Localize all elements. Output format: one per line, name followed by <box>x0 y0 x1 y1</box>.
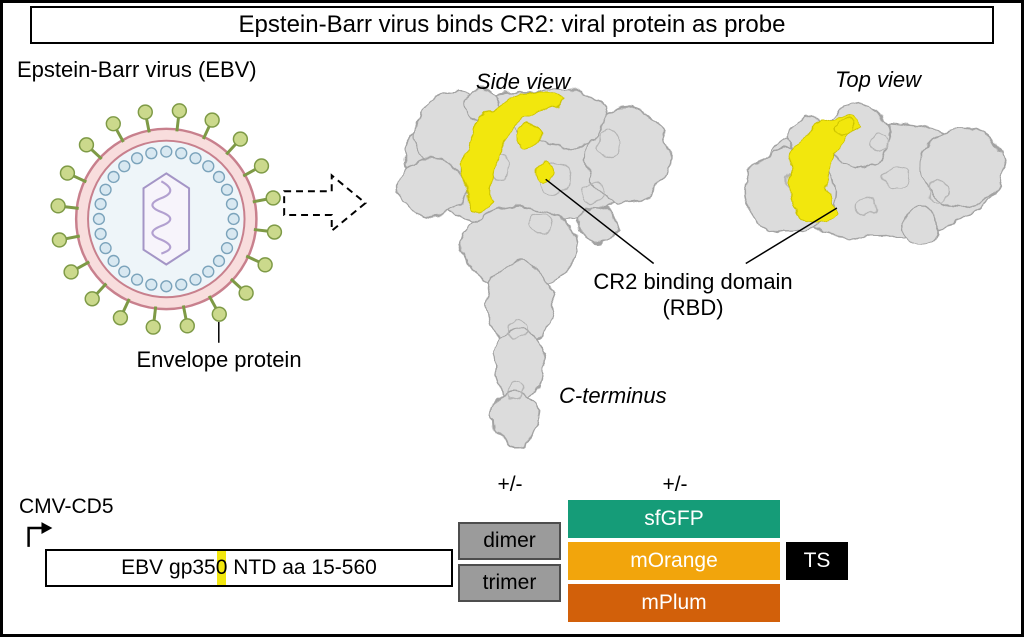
gp350-side-view-structure <box>398 87 670 447</box>
envelope-spike-knob-icon <box>211 306 227 322</box>
rbd-region-marker <box>217 551 226 585</box>
oligomer-plus-minus-label: +/- <box>497 473 523 496</box>
cr2-pointer-line-right <box>745 207 838 265</box>
illustration-layer <box>27 87 1005 547</box>
morange-label: mOrange <box>630 549 718 572</box>
gp350-top-view-structure <box>743 103 1005 244</box>
mplum-label: mPlum <box>641 591 707 614</box>
rbd-abbrev-label: (RBD) <box>662 295 724 320</box>
fp-plus-minus-label: +/- <box>662 473 688 496</box>
morange-box: mOrange <box>568 542 780 580</box>
envelope-spike-knob-icon <box>179 318 195 334</box>
ts-tag-box: TS <box>786 542 848 580</box>
envelope-spike-knob-icon <box>253 158 270 174</box>
rbd-highlight-top <box>788 116 862 223</box>
dashed-arrow-icon <box>283 173 367 233</box>
envelope-spike-knob-icon <box>232 131 249 147</box>
envelope-spike-knob-icon <box>257 257 273 273</box>
envelope-spikes <box>50 103 283 335</box>
envelope-spike-knob-icon <box>78 137 95 153</box>
gp350-insert-box: EBV gp350 NTD aa 15-560 <box>45 549 453 587</box>
envelope-spike-knob-icon <box>238 285 254 301</box>
envelope-spike-knob-icon <box>105 116 121 132</box>
envelope-spike-knob-icon <box>50 198 66 214</box>
envelope-spike-knob-icon <box>63 264 79 280</box>
trimer-label: trimer <box>482 571 537 594</box>
capsid-icon <box>142 172 191 266</box>
promoter-arrow-icon <box>27 522 53 547</box>
tegument-dot-ring <box>92 145 240 293</box>
ebv-virion <box>50 103 283 343</box>
cr2-binding-domain-label: CR2 binding domain <box>593 269 793 294</box>
viral-genome-squiggle-icon <box>151 180 172 255</box>
envelope-spike-knob-icon <box>51 232 68 248</box>
cr2-pointer-line-left <box>545 178 655 265</box>
envelope-spike-knob-icon <box>266 224 283 240</box>
envelope-protein-label: Envelope protein <box>136 347 302 372</box>
rbd-highlight-side <box>463 92 567 213</box>
sfgfp-box: sfGFP <box>568 500 780 538</box>
envelope-spike-knob-icon <box>59 165 76 181</box>
top-view-label: Top view <box>834 67 921 92</box>
envelope-spike-knob-icon <box>84 291 100 307</box>
trimer-option-box: trimer <box>458 564 561 602</box>
sfgfp-label: sfGFP <box>644 507 704 530</box>
dimer-option-box: dimer <box>458 522 561 560</box>
envelope-spike-knob-icon <box>171 103 188 119</box>
c-terminus-label: C-terminus <box>559 383 667 408</box>
title-box: Epstein-Barr virus binds CR2: viral prot… <box>30 6 994 44</box>
promoter-label: CMV-CD5 <box>19 495 114 518</box>
envelope-spike-knob-icon <box>265 190 281 206</box>
envelope-spike-knob-icon <box>137 104 153 120</box>
ts-tag-label: TS <box>803 549 831 572</box>
envelope-spike-knob-icon <box>145 319 161 335</box>
side-view-label: Side view <box>475 69 571 94</box>
mplum-box: mPlum <box>568 584 780 622</box>
side-view-surface <box>398 87 670 447</box>
gp350-insert-label: EBV gp350 NTD aa 15-560 <box>121 556 377 579</box>
figure-title: Epstein-Barr virus binds CR2: viral prot… <box>238 11 786 38</box>
envelope-spike-knob-icon <box>112 310 129 326</box>
dimer-label: dimer <box>483 529 536 552</box>
top-view-surface <box>743 103 1005 244</box>
ebv-heading: Epstein-Barr virus (EBV) <box>17 57 257 82</box>
envelope-spike-knob-icon <box>204 112 220 128</box>
